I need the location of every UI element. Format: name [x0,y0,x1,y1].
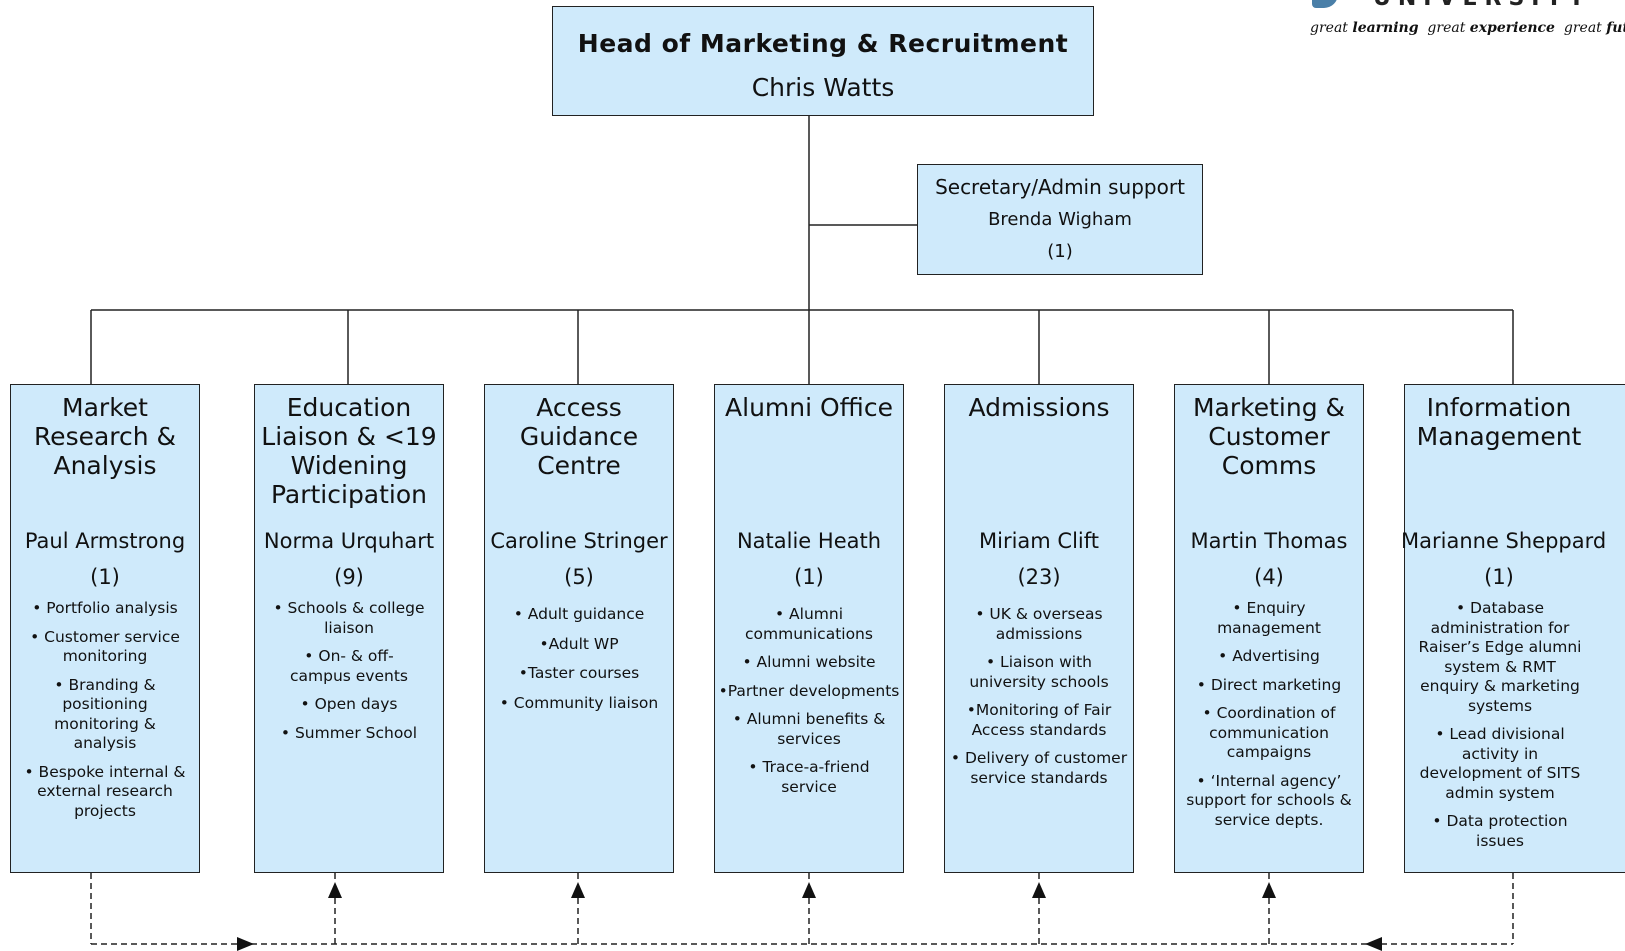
arrowhead-up-2 [328,882,342,898]
responsibility-item: • Portfolio analysis [32,599,178,617]
dept-market-research: Market Research & Analysis Paul Armstron… [10,384,200,873]
head-name: Chris Watts [751,73,895,102]
arrowhead-up-5 [1032,882,1046,898]
dept-alumni-office: Alumni Office Natalie Heath (1) • Alumni… [714,384,904,873]
dept-title: Market Research & Analysis [33,393,177,480]
logo-swoosh-icon [1312,0,1338,8]
responsibility-item: • UK & overseas admissions [975,605,1103,643]
dept-title: Information Management [1416,393,1582,451]
responsibility-item: • On- & off-campus events [289,647,408,685]
dept-lead: Caroline Stringer [490,529,668,553]
dept-responsibilities: • Portfolio analysis • Customer service … [17,599,193,830]
secretary-name: Brenda Wigham [988,209,1132,230]
responsibility-item: • Advertising [1218,647,1320,665]
dept-information-management: Information Management Marianne Sheppard… [1401,384,1625,873]
dept-title: Marketing & Customer Comms [1192,393,1346,480]
responsibility-item: • Database administration for Raiser’s E… [1418,599,1582,715]
dept-lead: Martin Thomas [1190,529,1348,553]
responsibility-item: • Enquiry management [1217,599,1321,637]
responsibility-item: • Customer service monitoring [30,627,180,666]
responsibility-item: • Lead divisional activity in developmen… [1419,725,1581,802]
dept-count: (5) [564,565,594,589]
arrowhead-up-3 [571,882,585,898]
dept-count: (4) [1254,565,1284,589]
dept-marketing-comms: Marketing & Customer Comms Martin Thomas… [1174,384,1364,873]
dept-count: (23) [1017,565,1061,589]
responsibility-item: • Direct marketing [1196,675,1342,694]
dept-title: Education Liaison & <19 Widening Partici… [261,393,437,509]
dept-lead: Marianne Sheppard [1401,529,1607,553]
dept-responsibilities: • Adult guidance •Adult WP •Taster cours… [491,605,667,723]
responsibility-item: • Delivery of customer service standards [950,749,1128,787]
responsibility-item: •Partner developments [718,681,900,700]
dept-access-guidance: Access Guidance Centre Caroline Stringer… [484,384,674,873]
arrowhead-up-4 [802,882,816,898]
responsibility-item: • ‘Internal agency’ support for schools … [1186,771,1352,829]
responsibility-item: • Data protection issues [1432,812,1568,850]
dept-title: Access Guidance Centre [519,393,639,480]
logo-wordmark: UNIVERSITY [1373,0,1591,11]
dept-count: (9) [334,565,364,589]
dept-lead: Norma Urquhart [263,529,435,553]
dept-education-liaison: Education Liaison & <19 Widening Partici… [254,384,444,873]
responsibility-item: •Taster courses [518,664,640,682]
secretary-box: Secretary/Admin support Brenda Wigham (1… [917,164,1203,275]
dept-lead: Miriam Clift [978,529,1099,553]
arrowhead-left [1365,937,1382,951]
dept-responsibilities: • Alumni communications • Alumni website… [715,605,903,806]
dept-lead: Paul Armstrong [24,529,186,553]
arrowhead-up-6 [1262,882,1276,898]
dept-admissions: Admissions Miriam Clift (23) • UK & over… [944,384,1134,873]
university-logo: UNIVERSITY great learning great experien… [1300,0,1625,40]
responsibility-item: • Open days [300,695,398,713]
responsibility-item: •Adult WP [539,634,619,653]
responsibility-item: • Schools & college liaison [273,599,425,637]
secretary-title: Secretary/Admin support [935,175,1185,199]
dept-count: (1) [1484,565,1514,589]
responsibility-item: • Alumni website [742,653,876,671]
head-of-marketing-box: Head of Marketing & Recruitment Chris Wa… [552,6,1094,116]
responsibility-item: •Monitoring of Fair Access standards [966,701,1112,739]
logo-tagline: great learning great experience great fu… [1310,20,1625,36]
dept-title: Admissions [968,393,1110,422]
dept-count: (1) [794,565,824,589]
responsibility-item: • Alumni benefits & services [732,710,886,748]
dept-responsibilities: • UK & overseas admissions • Liaison wit… [947,605,1131,797]
responsibility-item: • Liaison with university schools [969,653,1109,691]
dept-lead: Natalie Heath [736,529,882,553]
responsibility-item: • Adult guidance [513,605,645,623]
responsibility-item: • Community liaison [499,693,659,712]
dept-responsibilities: • Database administration for Raiser’s E… [1409,599,1591,860]
responsibility-item: • Alumni communications [745,605,873,643]
dept-responsibilities: • Enquiry management • Advertising • Dir… [1177,599,1361,839]
responsibility-item: • Bespoke internal & external research p… [24,762,186,820]
dept-responsibilities: • Schools & college liaison • On- & off-… [261,599,437,752]
responsibility-item: • Trace-a-friend service [748,758,870,796]
responsibility-item: • Branding & positioning monitoring & an… [54,675,156,753]
responsibility-item: • Coordination of communication campaign… [1202,704,1336,761]
dept-title: Alumni Office [725,393,893,422]
head-title: Head of Marketing & Recruitment [577,29,1069,58]
secretary-count: (1) [1047,241,1073,262]
responsibility-item: • Summer School [280,723,418,742]
arrowhead-right [237,937,254,951]
dept-count: (1) [90,565,120,589]
